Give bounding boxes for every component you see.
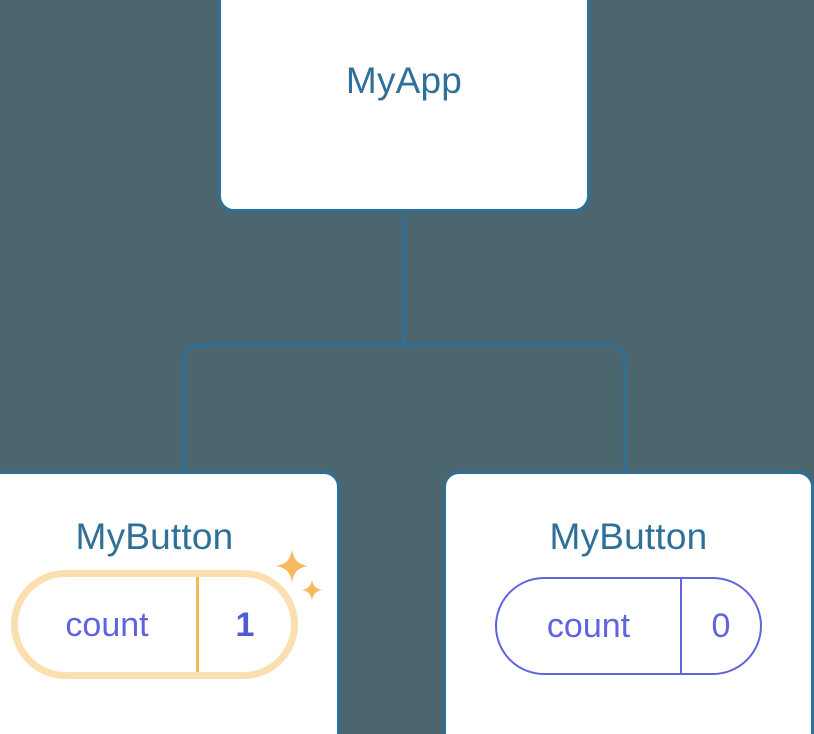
node-myapp[interactable]: MyApp [218,0,590,212]
sparkle-icon [301,579,323,601]
node-mybutton-right[interactable]: MyButton count 0 [443,471,814,734]
state-pill-wrapper: count 0 [495,577,762,675]
edge-branch-right [404,343,627,473]
node-title: MyButton [75,516,234,557]
state-pill[interactable]: count 0 [495,577,762,675]
state-value: 1 [235,605,255,644]
edge-branch-left [182,343,404,473]
sparkle-icon [275,549,309,583]
state-pill-wrapper: count 1 [18,549,323,672]
state-pill-highlighted[interactable]: count 1 [18,577,291,672]
node-title: MyButton [549,516,708,557]
node-title: MyApp [345,59,463,101]
state-value: 0 [711,607,731,645]
node-mybutton-left[interactable]: MyButton count 1 [0,471,340,734]
state-divider [196,577,199,672]
state-key: count [546,607,631,645]
state-divider [680,579,682,673]
state-key: count [65,605,149,644]
